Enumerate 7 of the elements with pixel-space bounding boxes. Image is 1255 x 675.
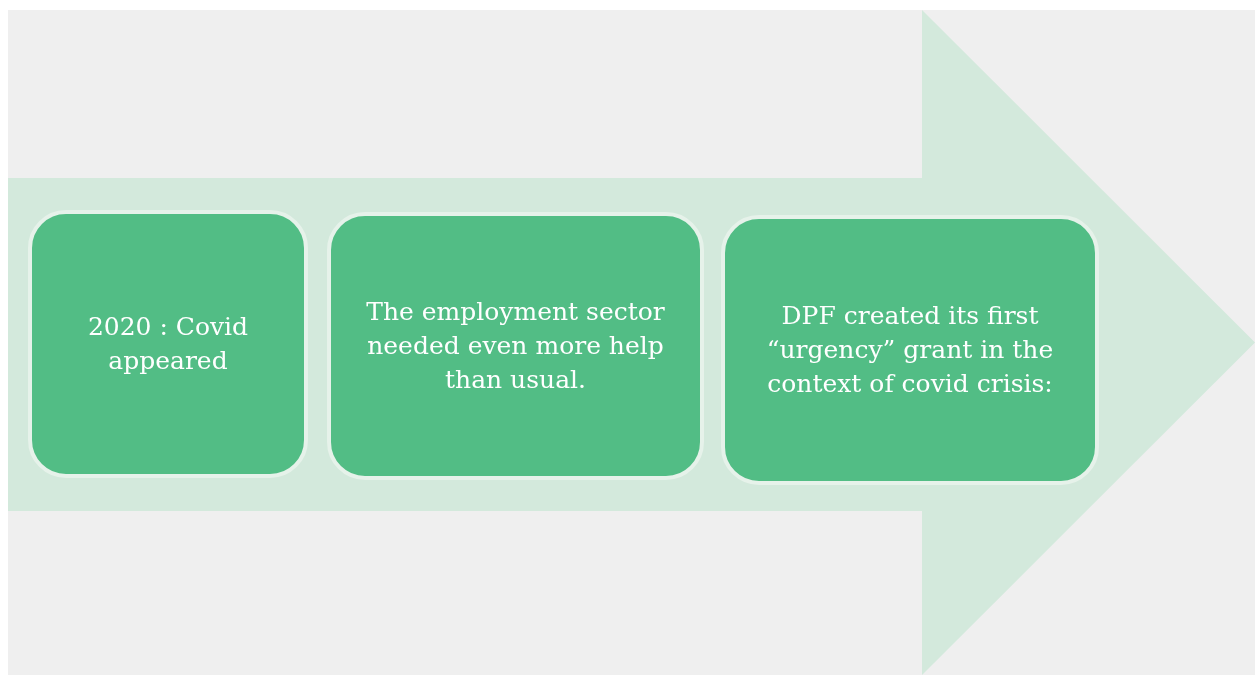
step-text: DPF created its first “urgency” grant in the context of covid crisis: (765, 300, 1055, 400)
process-box (721, 215, 1099, 485)
arrow-shape (8, 10, 1255, 675)
process-box (28, 210, 308, 478)
step-text: The employment sector needed even more help than usual. (365, 296, 666, 396)
step-text: 2020 : Covid appeared (86, 311, 250, 377)
process-box (327, 212, 704, 480)
